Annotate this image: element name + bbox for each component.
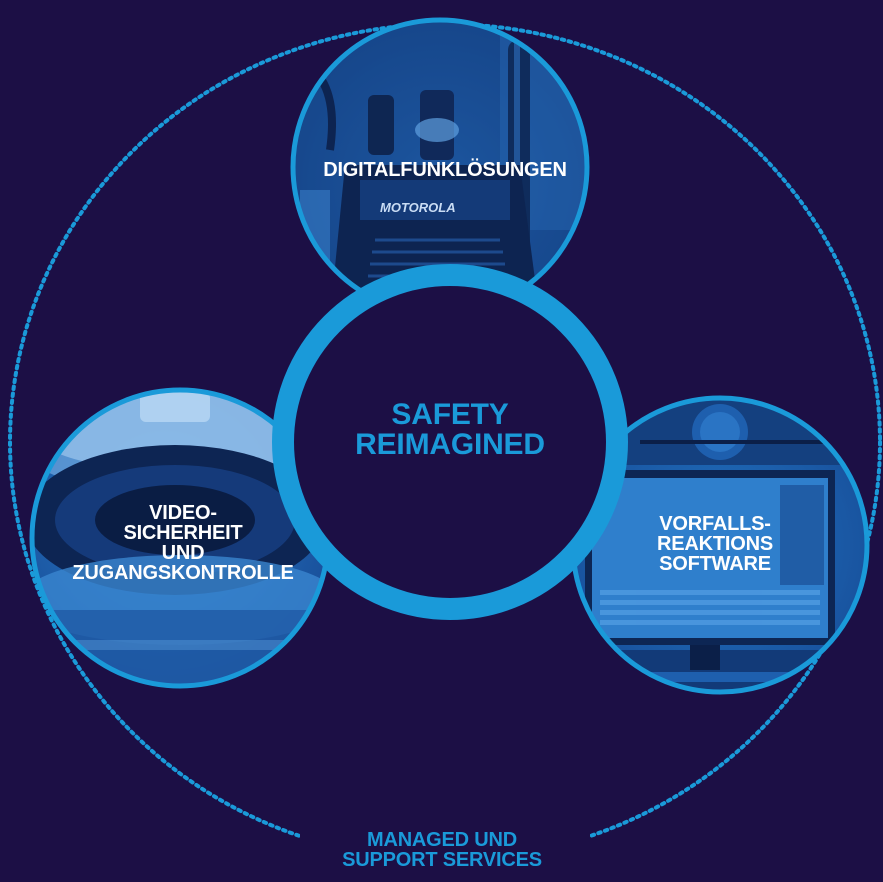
- center-ring: [272, 264, 628, 620]
- center-ring-fill: [283, 275, 617, 609]
- center-label-line: REIMAGINED: [355, 428, 545, 461]
- node-label-line: UND: [161, 542, 205, 564]
- radio-brand-text: MOTOROLA: [380, 200, 456, 215]
- node-label-videosicherheit: VIDEO- SICHERHEIT UND ZUGANGSKONTROLLE: [50, 503, 316, 583]
- node-label-vorfallsreaktion: VORFALLS- REAKTIONS SOFTWARE: [625, 514, 805, 574]
- node-label-line: SOFTWARE: [659, 553, 771, 575]
- center-label: SAFETY REIMAGINED: [330, 400, 570, 460]
- node-label-line: ZUGANGSKONTROLLE: [72, 562, 294, 584]
- node-label-line: REAKTIONS: [657, 533, 773, 555]
- node-label-line: VIDEO-: [149, 502, 217, 524]
- outer-ring-label: MANAGED UND SUPPORT SERVICES: [300, 830, 584, 870]
- monitors-photo: [573, 398, 867, 692]
- node-label-digitalfunk: DIGITALFUNKLÖSUNGEN: [300, 160, 590, 180]
- outer-ring-label-line: SUPPORT SERVICES: [342, 849, 542, 871]
- center-label-line: SAFETY: [391, 398, 509, 431]
- node-label-line: SICHERHEIT: [123, 522, 243, 544]
- node-label-line: DIGITALFUNKLÖSUNGEN: [323, 159, 567, 181]
- camera-photo: [32, 390, 328, 686]
- outer-ring-label-line: MANAGED UND: [366, 829, 518, 851]
- node-label-line: VORFALLS-: [659, 513, 771, 535]
